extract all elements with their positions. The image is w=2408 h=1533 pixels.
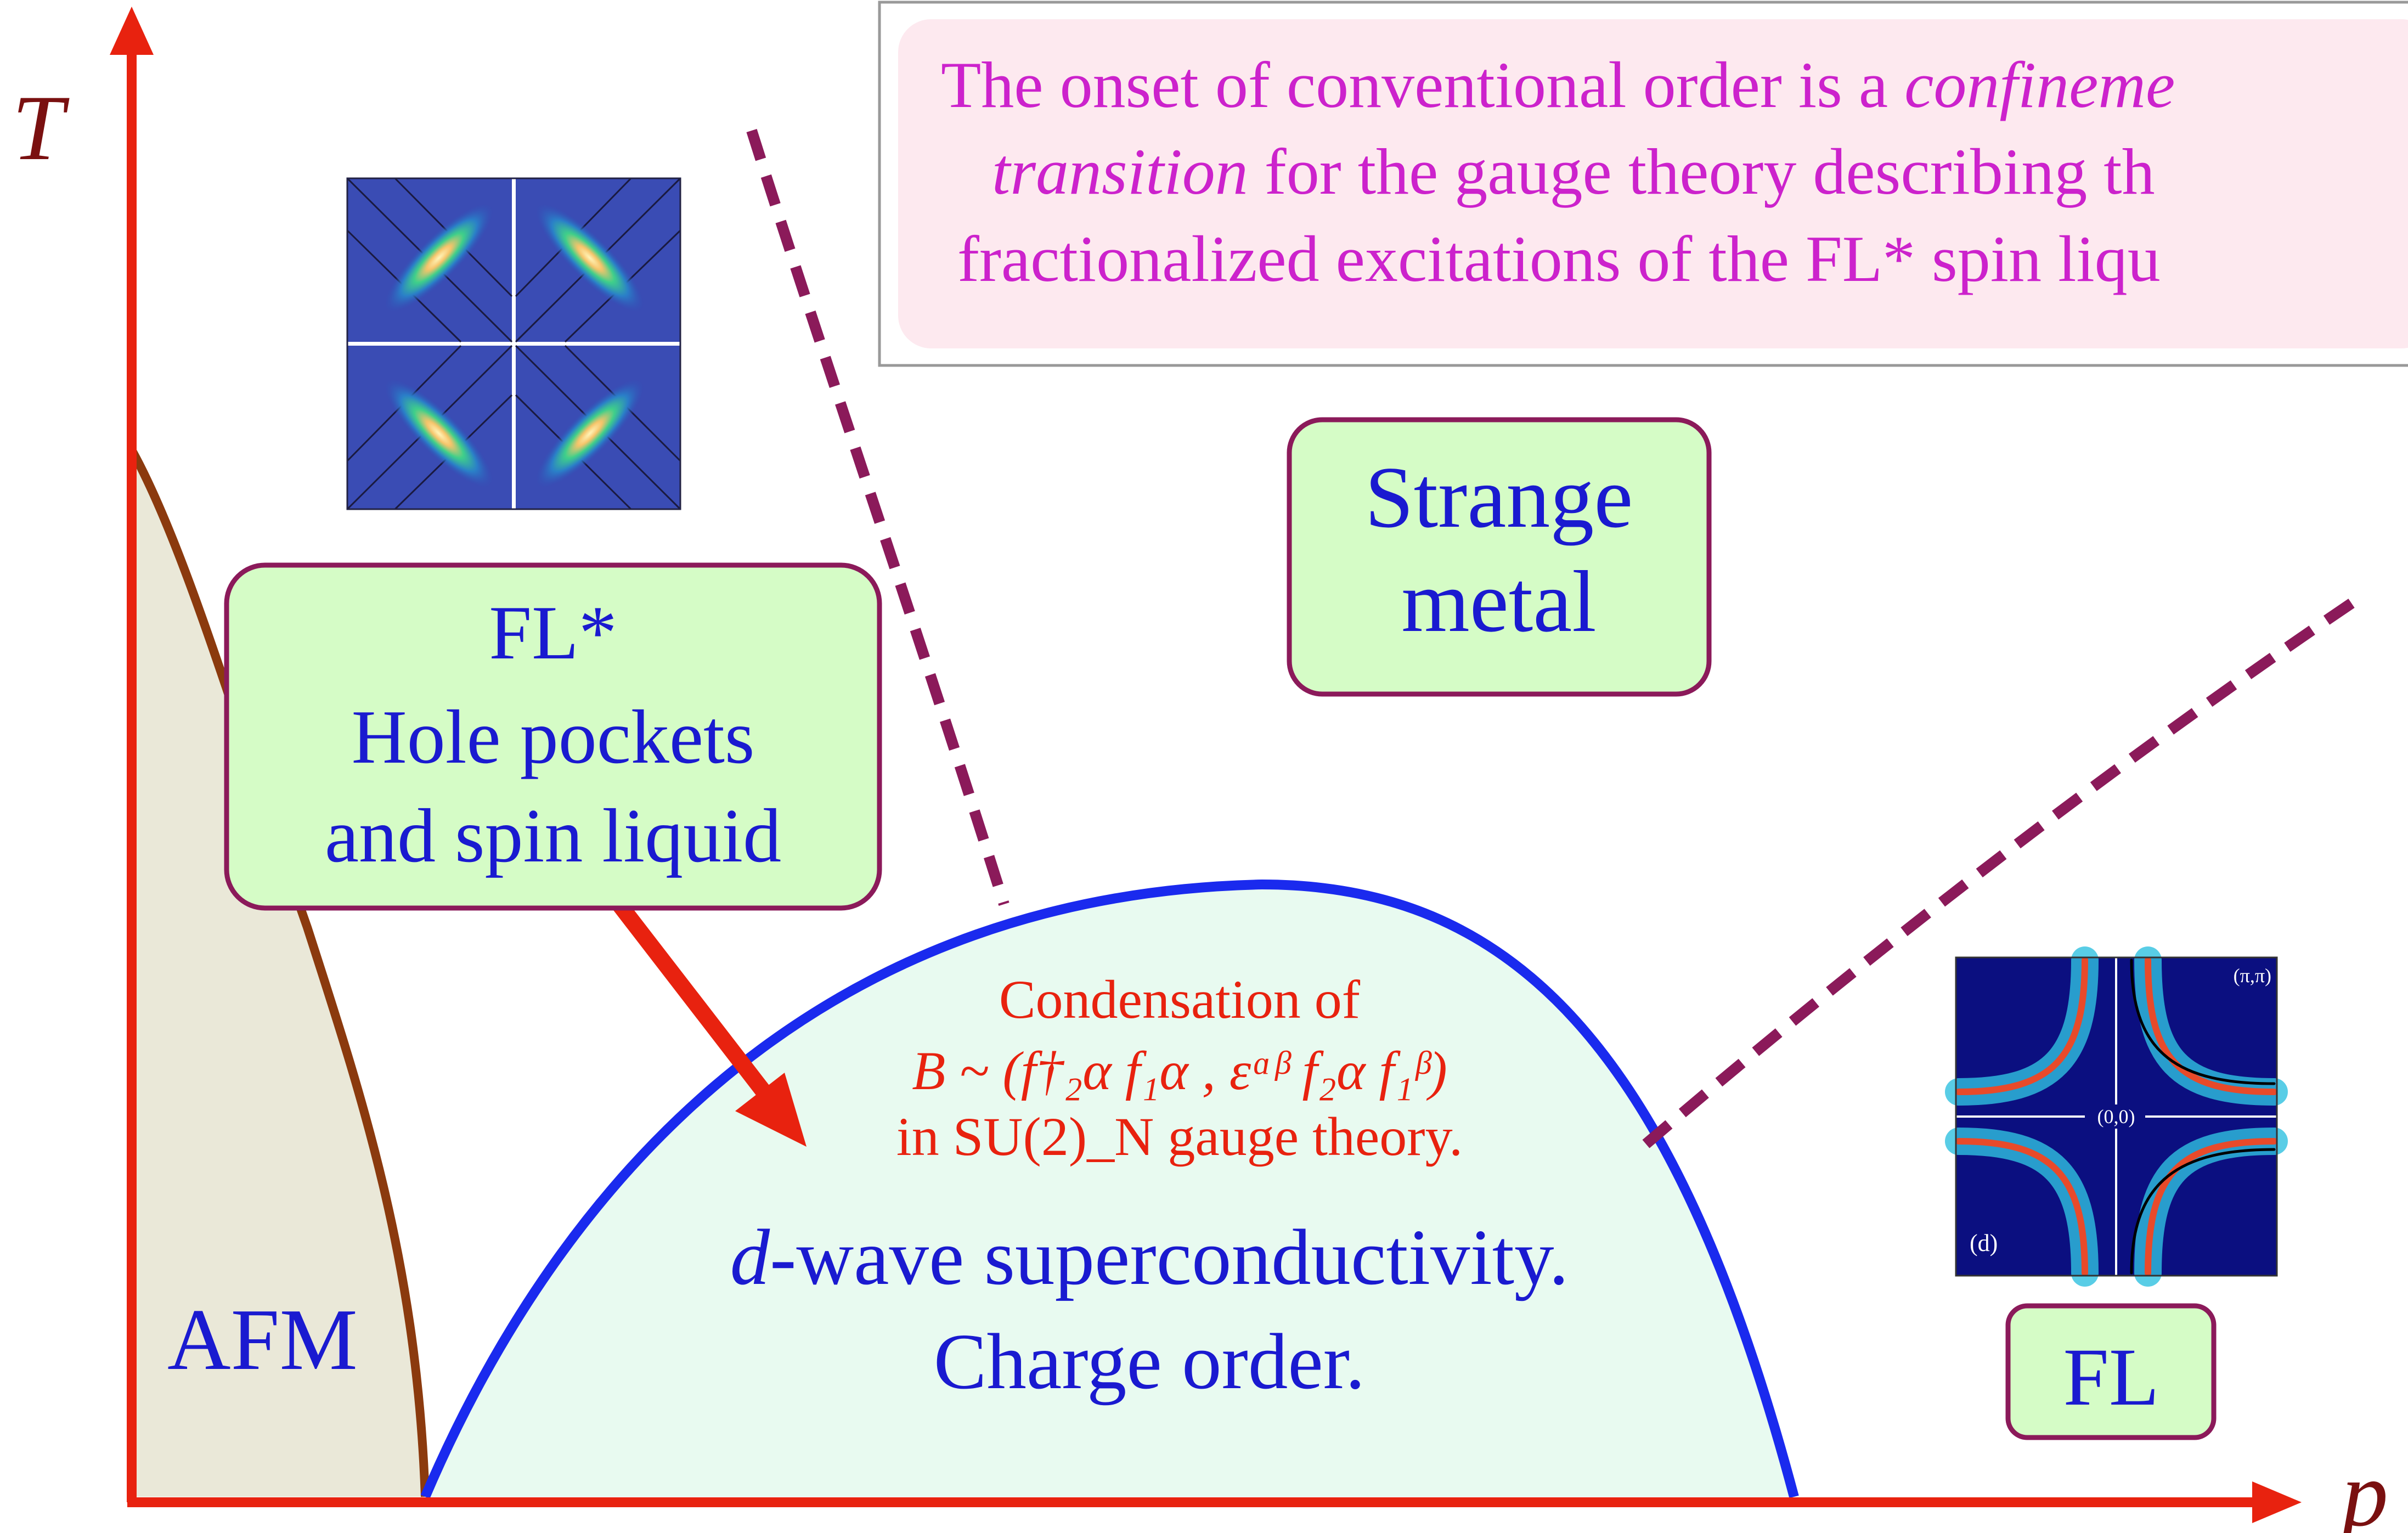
x-axis-label: p: [2336, 1442, 2388, 1533]
inset-center-label: (0,0): [2097, 1106, 2135, 1128]
info-line-3: fractionalized excitations of the FL* sp…: [957, 222, 2161, 295]
condensation-line-2: B ~ (f†₂α f₁α , εᵅᵝ f₂α f₁ᵝ): [912, 1040, 1447, 1101]
fl-star-title: FL*: [489, 590, 617, 675]
inset-corner-label: (π,π): [2234, 965, 2271, 987]
strange-metal-line-2: metal: [1401, 553, 1596, 650]
sc-label-line-2: Charge order.: [934, 1318, 1366, 1406]
arpes-hole-pocket-inset: [347, 178, 680, 509]
inset-panel-label: (d): [1970, 1230, 1998, 1256]
info-line-2: transition for the gauge theory describi…: [992, 135, 2155, 208]
fl-star-line-3: and spin liquid: [325, 793, 781, 878]
info-line-1: The onset of conventional order is a con…: [941, 48, 2175, 121]
afm-label: AFM: [167, 1290, 358, 1388]
fl-label: FL: [2063, 1332, 2159, 1423]
fl-star-line-2: Hole pockets: [352, 695, 755, 780]
fermi-surface-inset: (π,π) (0,0) (d): [1956, 957, 2277, 1276]
condensation-line-1: Condensation of: [999, 969, 1361, 1030]
fl-star-box: FL* Hole pockets and spin liquid: [227, 565, 879, 908]
fl-box: FL: [2008, 1306, 2214, 1438]
sc-label-line-1: d-wave superconductivity.: [730, 1214, 1569, 1301]
strange-metal-line-1: Strange: [1365, 448, 1633, 546]
strange-metal-box: Strange metal: [1289, 420, 1709, 694]
y-axis-label: T: [12, 76, 70, 179]
info-box: The onset of conventional order is a con…: [879, 2, 2408, 365]
condensation-line-3: in SU(2)_N gauge theory.: [896, 1106, 1463, 1167]
